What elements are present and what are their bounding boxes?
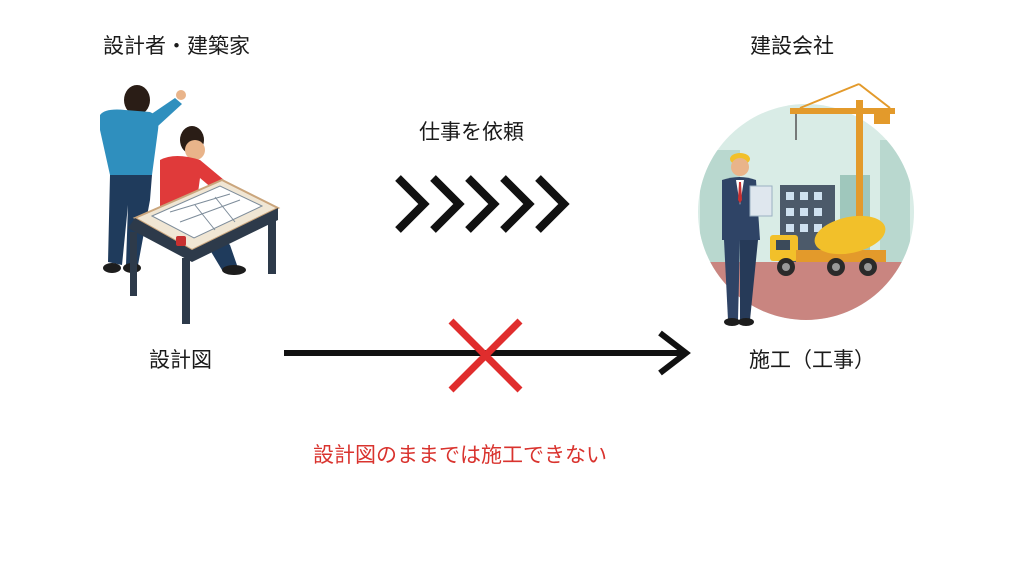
warning-note: 設計図のままでは施工できない	[313, 443, 607, 467]
blueprint-label: 設計図	[149, 348, 212, 372]
construction-label: 施工（工事）	[749, 348, 875, 372]
cross-icon	[448, 318, 523, 393]
chevrons-icon	[395, 175, 570, 233]
request-label: 仕事を依頼	[419, 120, 524, 144]
architects-illustration	[100, 85, 281, 324]
construction-company-title: 建設会社	[750, 34, 834, 58]
construction-site-illustration	[698, 83, 914, 326]
architect-title: 設計者・建築家	[103, 34, 250, 58]
